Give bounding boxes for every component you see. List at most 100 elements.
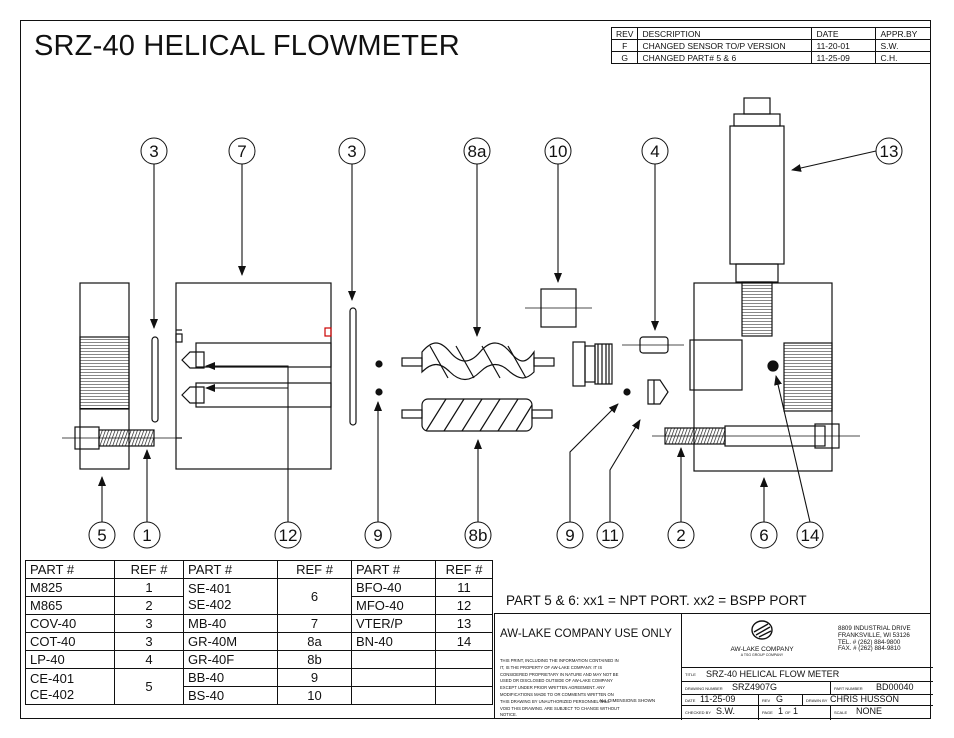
ref-cell: 12 (435, 596, 493, 615)
svg-text:11: 11 (601, 526, 619, 545)
date-value: 11-25-09 (700, 694, 736, 704)
checked-by-value: S.W. (716, 706, 736, 716)
part-number-label: PART NUMBER (834, 686, 863, 691)
parts-row: BS-40 10 (26, 686, 493, 705)
sensor-tip (767, 360, 779, 372)
empty-cell (351, 686, 436, 705)
drawing-border (20, 20, 931, 719)
ref-cell: 8b (277, 650, 352, 669)
empty-cell (351, 650, 436, 669)
callout-8b: 8b (464, 521, 492, 549)
empty-cell (351, 668, 436, 687)
svg-text:8a: 8a (468, 142, 487, 161)
sensor-collar (733, 113, 781, 127)
callout-4: 4 (641, 137, 669, 165)
callout-10: 10 (544, 137, 572, 165)
drawn-by-label: DRAWN BY (806, 698, 828, 703)
date-label: DATE (685, 698, 696, 703)
approved-by-cell: C.H. (875, 51, 931, 64)
callout-1: 1 (133, 521, 161, 549)
svg-text:3: 3 (149, 142, 158, 161)
of-label: OF (785, 710, 791, 715)
empty-cell (435, 650, 493, 669)
svg-text:7: 7 (237, 142, 246, 161)
checked-by-label: CHECKED BY (685, 710, 712, 715)
parts-header-row: PART # REF # PART # REF # PART # REF # (25, 560, 493, 579)
sensor-connector (743, 97, 771, 115)
rev-label: REV (762, 698, 771, 703)
male-rotor (421, 342, 535, 381)
rotor-shaft (401, 409, 423, 419)
ref-cell: 3 (114, 614, 184, 633)
drawn-by-value: CHRIS HUSSON (830, 694, 900, 704)
callout-5: 5 (88, 521, 116, 549)
part-cell: COV-40 (25, 614, 115, 633)
rotor-shaft (533, 357, 555, 367)
part-cell: COT-40 (25, 632, 115, 651)
part-number-header: PART # (183, 560, 278, 579)
end-body-port-thread (783, 342, 833, 412)
svg-text:2: 2 (676, 526, 685, 545)
part-cell: BS-40 (183, 686, 278, 705)
target-gear-body (584, 345, 596, 383)
rev-value: G (776, 694, 784, 704)
part-cell: MFO-40 (351, 596, 436, 615)
proprietary-notice: THIS PRINT, INCLUDING THE INFORMATION CO… (500, 658, 620, 718)
drawing-title: SRZ-40 HELICAL FLOWMETER (34, 30, 460, 62)
target-gear-teeth (594, 343, 613, 385)
svg-text:14: 14 (801, 526, 820, 545)
empty-cell (435, 668, 493, 687)
ref-cell: 7 (277, 614, 352, 633)
svg-text:8b: 8b (469, 526, 488, 545)
callout-9: 9 (556, 521, 584, 549)
svg-text:10: 10 (549, 142, 568, 161)
part-cell: GR-40M (183, 632, 278, 651)
title-value: SRZ-40 HELICAL FLOW METER (706, 669, 840, 679)
callout-3: 3 (140, 137, 168, 165)
ball-bearing (623, 388, 631, 396)
ref-cell: 10 (277, 686, 352, 705)
empty-cell (435, 686, 493, 705)
part-number-header: PART # (351, 560, 436, 579)
scale-label: SCALE (834, 710, 848, 715)
parts-row: LP-40 4 GR-40F 8b (25, 650, 493, 669)
target-gear-hub (572, 341, 586, 387)
rotor-shaft (401, 357, 423, 367)
parts-row: COV-40 3 MB-40 7 VTER/P 13 (25, 614, 493, 633)
rotor-bore-lower (195, 382, 332, 408)
ref-cell: 2 (114, 596, 184, 615)
bushing (647, 379, 669, 405)
rev-cell: G (610, 51, 639, 64)
callout-6: 6 (750, 521, 778, 549)
parts-list-table: PART # REF # PART # REF # PART # REF # M… (25, 560, 493, 705)
company-subtitle: A TSG GROUP COMPANY (740, 653, 784, 657)
end-cap-port-thread (79, 336, 130, 410)
sensor-housing-lower (181, 386, 205, 404)
ref-cell: 3 (114, 632, 184, 651)
date-cell: 11-25-09 (811, 51, 877, 64)
callout-3: 3 (338, 137, 366, 165)
meter-body (175, 282, 332, 470)
callout-2: 2 (667, 521, 695, 549)
page-value: 1 (778, 706, 784, 716)
company-use-only: AW-LAKE COMPANY USE ONLY (500, 628, 672, 640)
part-cell: BB-40 (183, 668, 278, 687)
ref-number-header: REF # (435, 560, 493, 579)
svg-text:9: 9 (373, 526, 382, 545)
part-number: BD00040 (876, 682, 914, 692)
drawing-number: SRZ4907G (732, 682, 778, 692)
title-block: AW-LAKE COMPANY USE ONLY THIS PRINT, INC… (494, 613, 933, 720)
title-block-info: AW-LAKE COMPANY A TSG GROUP COMPANY 8809… (681, 614, 933, 720)
callout-8a: 8a (463, 137, 491, 165)
ref-cell: 5 (114, 668, 184, 705)
title-label: TITLE (685, 672, 696, 677)
ref-cell: 8a (277, 632, 352, 651)
sensor-housing-upper (181, 351, 205, 369)
rotor-shaft (531, 409, 553, 419)
part-cell: VTER/P (351, 614, 436, 633)
svg-text:1: 1 (142, 526, 151, 545)
all-dimensions-note: ALL DIMENSIONS SHOWN (599, 698, 656, 703)
